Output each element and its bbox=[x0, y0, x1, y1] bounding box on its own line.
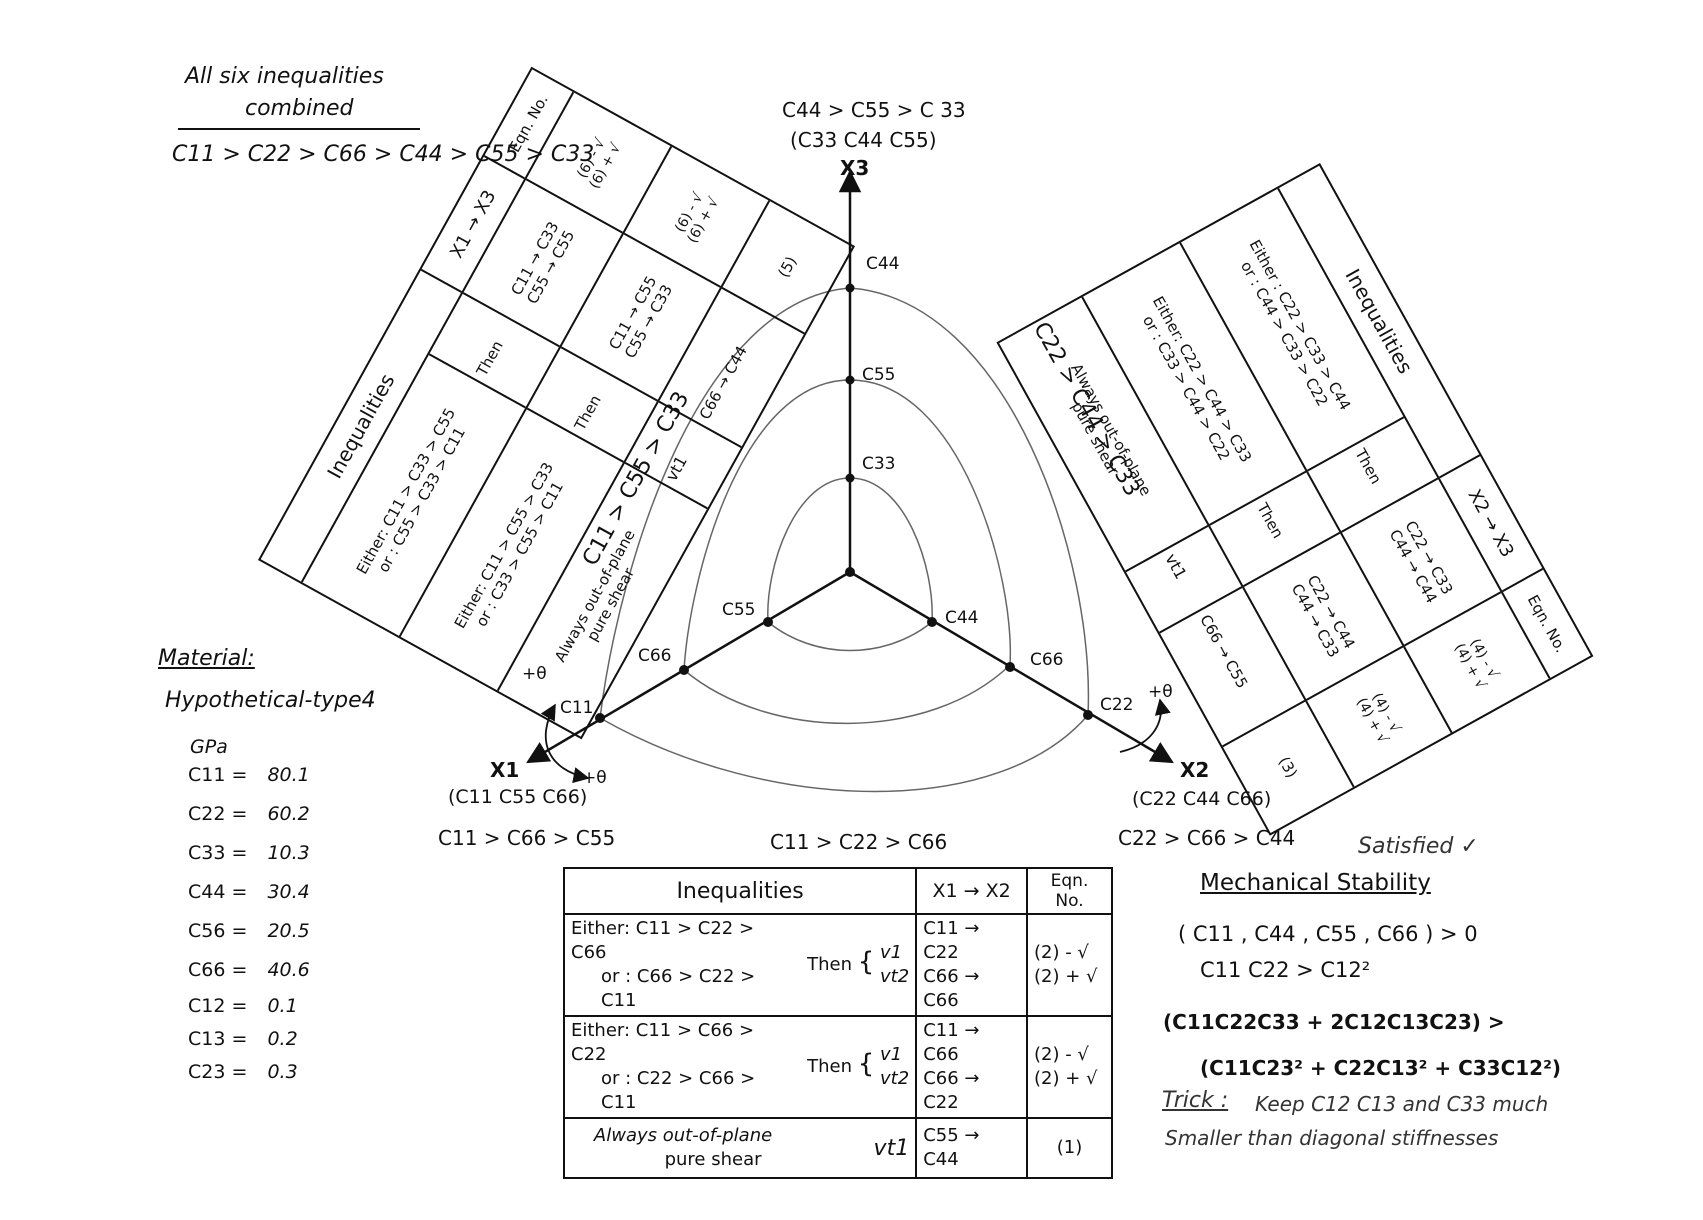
x3-top-inequality: C44 > C55 > C 33 bbox=[782, 98, 966, 122]
node-c22-right bbox=[1083, 710, 1093, 720]
bottom-table-row2-eqn: (2) - √(2) + √ bbox=[1026, 1015, 1113, 1119]
label-c44-top: C44 bbox=[866, 254, 900, 274]
axis-x1-label: X1 bbox=[490, 758, 520, 782]
material-row: C44 = 30.4 bbox=[188, 881, 310, 903]
axis-x2-label: X2 bbox=[1180, 758, 1210, 782]
bottom-table-row1-ineq: Either: C11 > C22 > C66 or : C66 > C22 >… bbox=[562, 913, 802, 1017]
theta-label-left-bottom: +θ bbox=[582, 768, 607, 788]
node-c33-top bbox=[845, 473, 855, 483]
node-c44-top bbox=[845, 283, 855, 293]
curve-inner bbox=[767, 477, 933, 652]
material-row: C11 = 80.1 bbox=[188, 764, 310, 786]
node-c55-top bbox=[845, 375, 855, 385]
x2-components: (C22 C44 C66) bbox=[1132, 788, 1272, 810]
material-unit: GPa bbox=[190, 736, 228, 758]
bottom-inequality: C11 > C22 > C66 bbox=[770, 830, 948, 854]
bottom-table-header-eqn: Eqn. No. bbox=[1026, 867, 1113, 915]
node-c44-right bbox=[927, 617, 937, 627]
label-c44-right: C44 bbox=[945, 608, 979, 628]
label-c33-top: C33 bbox=[862, 454, 896, 474]
trick-text-2: Smaller than diagonal stiffnesses bbox=[1165, 1126, 1499, 1150]
node-c66-right bbox=[1005, 662, 1015, 672]
label-c11-left: C11 bbox=[560, 698, 594, 718]
bottom-table-row3-eqn: (1) bbox=[1026, 1117, 1113, 1179]
bottom-table-header-ineq: Inequalities bbox=[562, 867, 918, 915]
material-row: C22 = 60.2 bbox=[188, 803, 310, 825]
satisfied-note: Satisfied ✓ bbox=[1358, 834, 1479, 859]
x3-components: (C33 C44 C55) bbox=[790, 128, 937, 152]
axis-x3-label: X3 bbox=[840, 156, 870, 180]
stability-line2: C11 C22 > C12² bbox=[1200, 958, 1371, 982]
material-name: Hypothetical-type4 bbox=[165, 688, 376, 713]
bottom-table-row3-dir: C55 → C44 bbox=[915, 1117, 1028, 1179]
bottom-table: Inequalities X1 → X2 Eqn. No. Either: C1… bbox=[562, 867, 1113, 1179]
bottom-table-row2-ineq: Either: C11 > C66 > C22 or : C22 > C66 >… bbox=[562, 1015, 802, 1119]
combined-subtitle: combined bbox=[245, 96, 354, 121]
label-c66-right: C66 bbox=[1030, 650, 1064, 670]
node-c66-left bbox=[679, 665, 689, 675]
material-row: C56 = 20.5 bbox=[188, 920, 310, 942]
x1-components: (C11 C55 C66) bbox=[448, 786, 588, 808]
material-row: C33 = 10.3 bbox=[188, 842, 310, 864]
stability-line3: (C11C22C33 + 2C12C13C23) > bbox=[1163, 1010, 1505, 1034]
bottom-table-row3-shear: Always out-of-plane pure shear bbox=[562, 1117, 802, 1179]
combined-inequality: C11 > C22 > C66 > C44 > C55 > C33 bbox=[172, 142, 595, 167]
combined-underline bbox=[178, 128, 420, 130]
node-c11-left bbox=[595, 713, 605, 723]
bottom-table-header-dir: X1 → X2 bbox=[915, 867, 1028, 915]
curve-outer bbox=[599, 287, 1090, 793]
stability-title: Mechanical Stability bbox=[1200, 870, 1431, 896]
material-row: C12 = 0.1 bbox=[188, 995, 298, 1017]
label-c55-left: C55 bbox=[722, 600, 756, 620]
theta-arc-left bbox=[540, 703, 590, 784]
material-row: C66 = 40.6 bbox=[188, 959, 310, 981]
node-c55-left bbox=[763, 617, 773, 627]
material-row: C23 = 0.3 bbox=[188, 1061, 298, 1083]
label-c55-top: C55 bbox=[862, 365, 896, 385]
trick-text: Keep C12 C13 and C33 much bbox=[1255, 1092, 1549, 1116]
theta-label-right: +θ bbox=[1148, 682, 1173, 702]
x1-inequality: C11 > C66 > C55 bbox=[438, 826, 616, 850]
stability-line4: (C11C23² + C22C13² + C33C12²) bbox=[1200, 1056, 1561, 1080]
combined-title: All six inequalities bbox=[185, 64, 384, 89]
trick-label: Trick : bbox=[1162, 1088, 1229, 1113]
material-title: Material: bbox=[158, 646, 255, 671]
bottom-table-row3-vt: vt1 bbox=[801, 1117, 918, 1179]
theta-label-left-top: +θ bbox=[522, 664, 547, 684]
label-c22-right: C22 bbox=[1100, 695, 1134, 715]
x2-inequality: C22 > C66 > C44 bbox=[1118, 826, 1296, 850]
node-origin bbox=[845, 567, 855, 577]
label-c66-left: C66 bbox=[638, 646, 672, 666]
curve-middle bbox=[683, 379, 1012, 725]
theta-arc-right bbox=[1119, 698, 1171, 753]
stability-line1: ( C11 , C44 , C55 , C66 ) > 0 bbox=[1178, 922, 1478, 946]
material-values: C11 = 80.1 C22 = 60.2 C33 = 10.3 C44 = 3… bbox=[188, 764, 310, 1094]
bottom-table-row1-eqn: (2) - √(2) + √ bbox=[1026, 913, 1113, 1017]
material-row: C13 = 0.2 bbox=[188, 1028, 298, 1050]
